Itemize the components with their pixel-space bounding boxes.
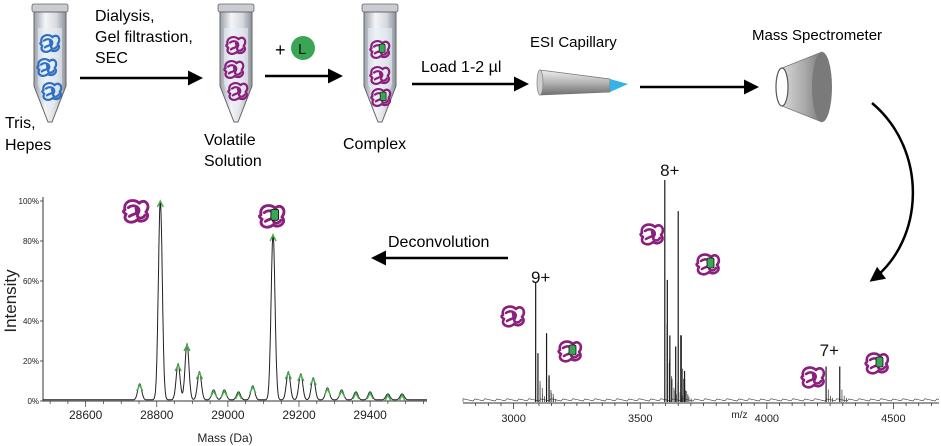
mass-peak — [284, 371, 292, 380]
mass-peak — [398, 393, 406, 402]
ligand-icon — [568, 344, 577, 356]
mz-tick-label: 3000 — [501, 413, 525, 425]
protein-free-icon — [500, 305, 526, 328]
tube3-label: Complex — [343, 136, 406, 153]
protein-icon — [223, 60, 245, 79]
esi-label: ESI Capillary — [530, 34, 617, 51]
mass-y-tick-label: 20% — [23, 357, 39, 366]
tube-cap — [217, 3, 255, 13]
mass-spectrum-line — [43, 200, 427, 401]
arrow-ms-to-spectrum — [869, 102, 915, 282]
step1-label-line3: SEC — [95, 50, 128, 67]
ligand-icon — [291, 36, 315, 60]
mass-x-axis-label: Mass (Da) — [197, 431, 252, 445]
charge-state-label: 8+ — [660, 161, 679, 180]
protein-icon — [370, 88, 392, 107]
ligand-icon — [270, 208, 280, 221]
tube1-label-line2: Hepes — [5, 137, 51, 154]
mass-peak — [174, 363, 182, 372]
mz-baseline — [462, 398, 940, 402]
protein-complex-icon — [258, 204, 286, 229]
ligand-letter: L — [298, 41, 306, 58]
ligand-icon — [706, 257, 715, 269]
mz-spectrum: 3000 3500 4000 4500 m/z 9+ 8+ 7+ — [462, 161, 940, 425]
ligand-icon — [379, 91, 387, 101]
protein-complex-icon — [557, 340, 583, 363]
deconvolution-label: Deconvolution — [388, 234, 489, 251]
mass-peak — [249, 385, 257, 394]
esi-capillary-icon — [536, 69, 628, 96]
mass-y-axis-label: Intensity — [1, 269, 20, 333]
tube2-label-line1: Volatile — [204, 132, 256, 149]
tube-cap — [361, 3, 399, 13]
mass-y-tick-label: 60% — [23, 277, 39, 286]
sample-tube-complex — [361, 3, 399, 123]
mass-spectrometer-icon — [775, 51, 832, 123]
mass-y-tick-label: 100% — [19, 197, 39, 206]
mass-peak — [234, 391, 243, 400]
mass-y-tick-label: 40% — [23, 317, 39, 326]
charge-state-label: 9+ — [531, 268, 550, 287]
ms-label: Mass Spectrometer — [752, 27, 882, 44]
mass-peak — [183, 343, 191, 352]
mass-peak — [338, 389, 346, 398]
mass-peak — [384, 393, 392, 402]
protein-icon — [225, 36, 247, 55]
protein-free-icon — [800, 366, 826, 389]
mass-peak — [352, 391, 360, 400]
protein-complex-icon — [864, 352, 890, 375]
protein-free-icon — [122, 199, 150, 224]
mz-tick-label: 4500 — [881, 413, 905, 425]
tube-cap — [31, 3, 69, 13]
mass-peak — [156, 199, 164, 208]
mass-x-tick-label: 29000 — [211, 408, 245, 422]
mass-x-tick-label: 29200 — [282, 408, 316, 422]
mass-peak — [195, 371, 204, 380]
protein-icon — [227, 82, 249, 101]
mass-x-tick-label: 29400 — [353, 408, 387, 422]
mass-peak — [309, 377, 317, 386]
mz-tick-label: 4000 — [755, 413, 779, 425]
protein-icon — [369, 40, 391, 59]
mass-peak — [136, 383, 144, 392]
mass-y-tick-label: 0% — [27, 397, 39, 406]
protein-complex-icon — [695, 253, 721, 276]
mass-peak — [269, 233, 277, 242]
sample-tube-buffer — [31, 3, 69, 123]
protein-icon — [369, 66, 391, 85]
mz-axis-label: m/z — [731, 410, 747, 421]
sample-tube-volatile — [217, 3, 255, 123]
charge-state-label: 7+ — [820, 341, 839, 360]
ligand-plus-sign: + — [275, 40, 286, 60]
ligand-icon — [875, 356, 884, 368]
mass-x-tick-label: 28800 — [140, 408, 174, 422]
ligand-icon — [378, 43, 386, 53]
tube2-label-line2: Solution — [204, 153, 262, 170]
protein-icon — [41, 82, 63, 101]
mass-y-tick-label: 80% — [23, 237, 39, 246]
deconvolved-mass-spectrum: 0% 20% 40% 60% 80% 100% 28600 28800 29000 29200 29… — [1, 197, 427, 445]
mz-tick-label: 3500 — [628, 413, 652, 425]
tube1-label-line1: Tris, — [5, 115, 36, 132]
mass-peak — [210, 389, 218, 398]
mass-peak — [297, 373, 305, 382]
step1-label-line1: Dialysis, — [95, 8, 155, 25]
mass-peak — [323, 387, 332, 396]
protein-icon — [36, 58, 58, 77]
protein-icon — [39, 34, 61, 53]
protein-free-icon — [639, 223, 665, 246]
step1-label-line2: Gel filtrastion, — [95, 29, 193, 46]
mass-peak — [366, 391, 374, 400]
load-label: Load 1-2 µl — [421, 59, 501, 76]
mass-x-tick-label: 28600 — [69, 408, 103, 422]
mass-peak — [220, 389, 228, 398]
